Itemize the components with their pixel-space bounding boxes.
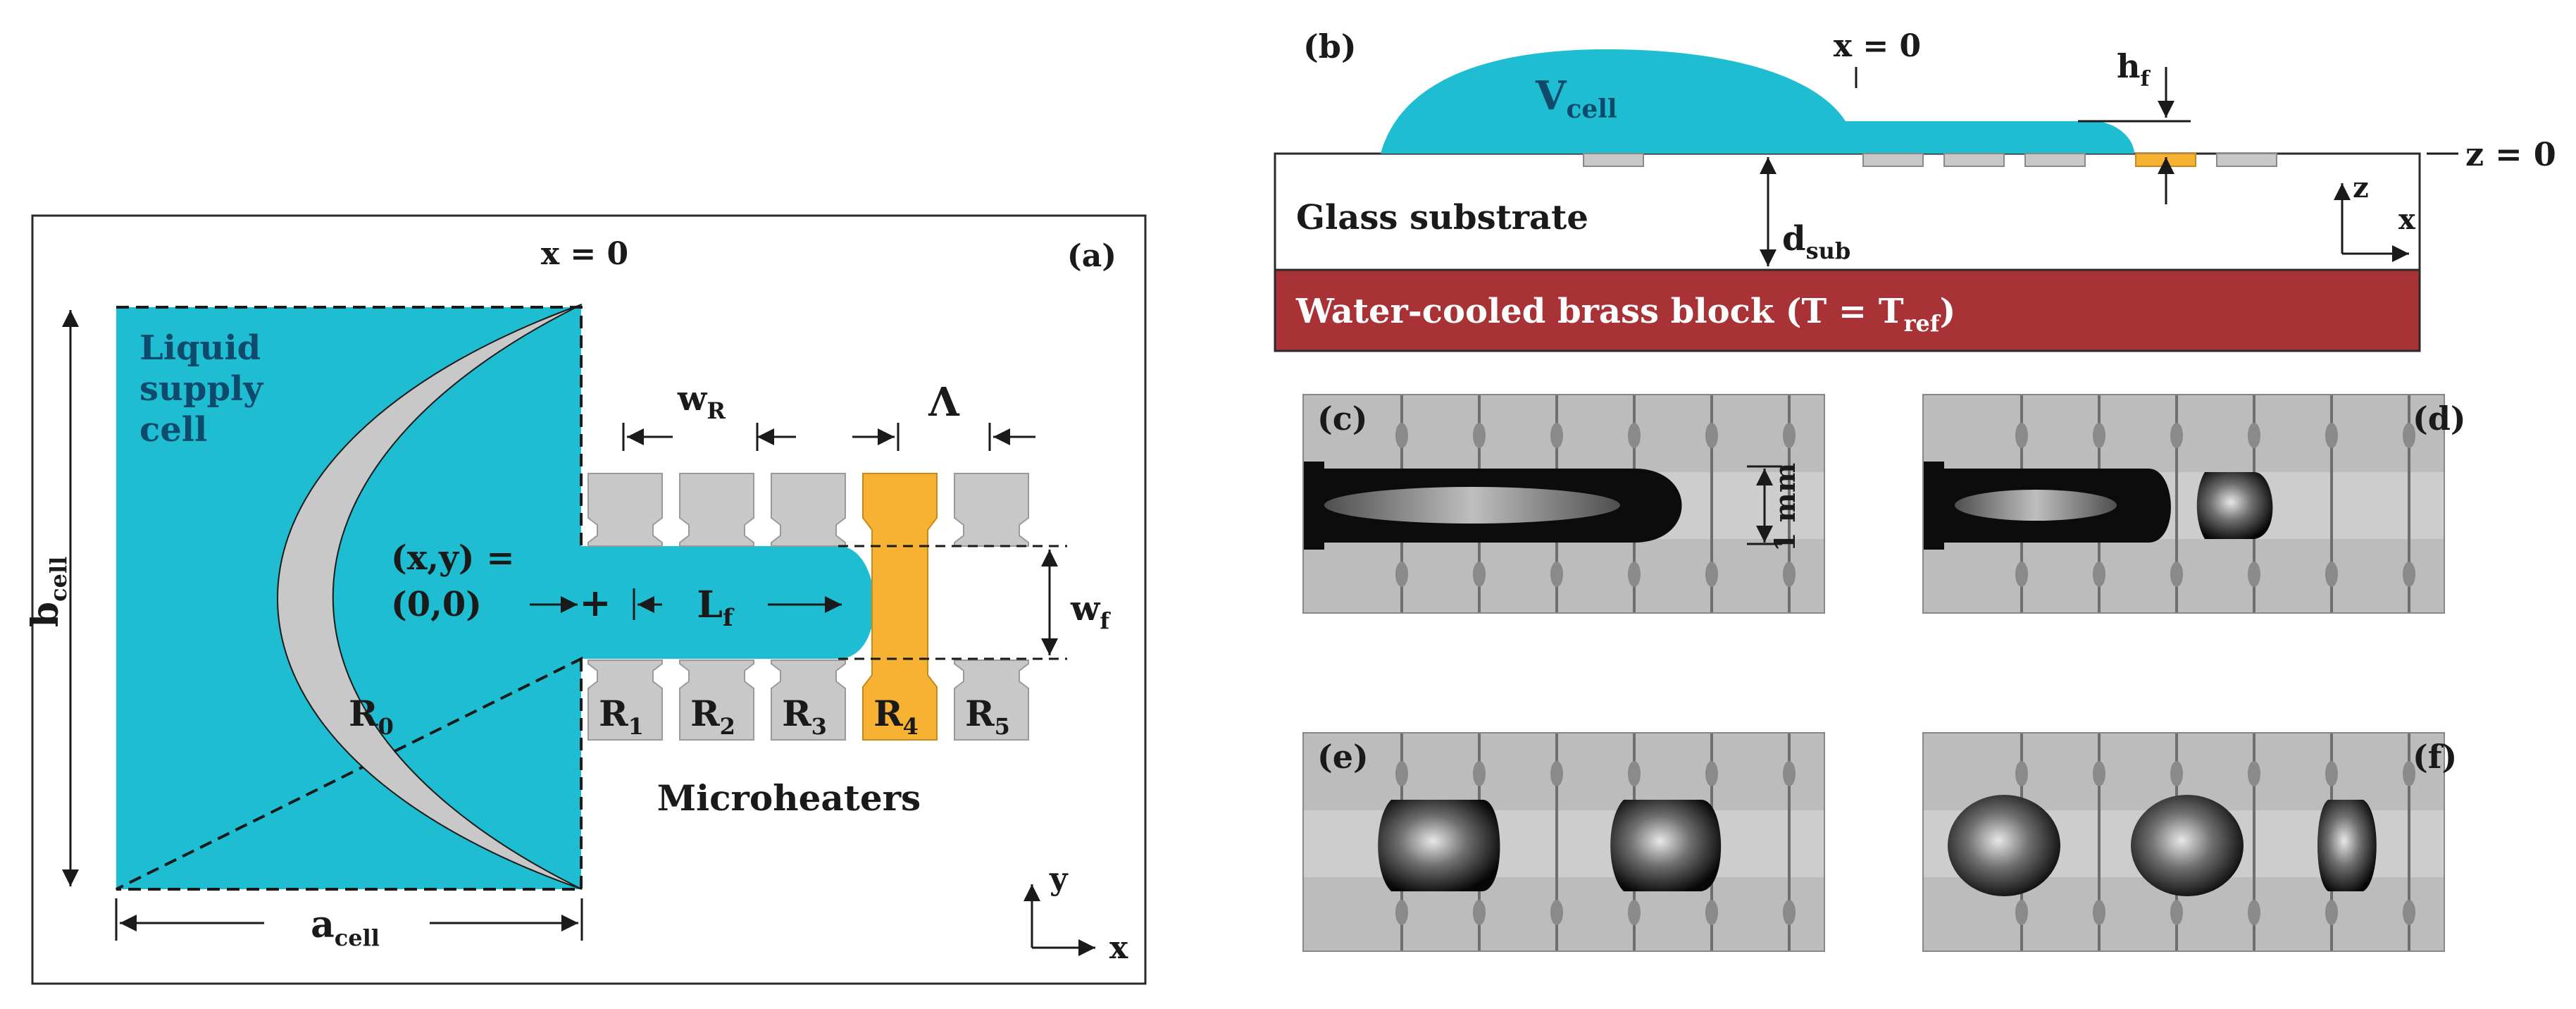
wr-label: wR [677, 379, 726, 424]
lambda-label: Λ [928, 379, 960, 426]
panel-d-tag: (d) [2413, 400, 2466, 438]
brass-block [1274, 268, 2421, 352]
wf-label: wf [1070, 589, 1111, 634]
lf-label: Lf [697, 583, 735, 632]
heater-label-r1: R1 [599, 693, 644, 740]
heaters-cross-section [1583, 153, 2277, 167]
supply-label-1: Liquid [139, 328, 261, 368]
hf-label: hf [2117, 47, 2151, 92]
heater-label-r2: R2 [690, 693, 735, 740]
xy-label-2: (0,0) [391, 585, 482, 624]
axis-label-x: x [1109, 930, 1128, 966]
heater-label-r5: R5 [965, 693, 1010, 740]
heater-labels: R1 R2 R3 R4 R5 [599, 693, 1010, 740]
panel-f-tag: (f) [2413, 738, 2457, 776]
panel-f-photo [1922, 731, 2446, 953]
liquid-supply-cell [116, 307, 875, 889]
brass-label: Water-cooled brass block (T = Tref) [1295, 292, 1955, 337]
bcell-label: bcell [24, 557, 72, 628]
z0-label: z = 0 [2465, 135, 2556, 173]
heaters-bottom-row [587, 660, 1029, 741]
panel-e-tag: (e) [1317, 738, 1369, 776]
panel-d-photo [1922, 393, 2446, 614]
heater-label-r3: R3 [782, 693, 827, 740]
meniscus-crescent [277, 304, 583, 890]
scale-label: 1 mm [1769, 463, 1802, 552]
panel-b: (b) Vcell x = 0 hf z = 0 Glass substrate… [1274, 27, 2556, 352]
panel-c-photo [1302, 393, 1826, 614]
axis-label-z: z [2353, 171, 2369, 204]
axis-label-x-b: x [2398, 203, 2416, 236]
xy-label-1: (x,y) = [391, 538, 515, 578]
dsub-label: dsub [1782, 219, 1850, 264]
supply-label-2: supply [139, 369, 264, 409]
x0-label-a: x = 0 [541, 236, 628, 272]
glass-label: Glass substrate [1296, 198, 1588, 237]
panel-e-photo [1302, 731, 1826, 953]
heater-label-r4: R4 [873, 693, 919, 740]
r0-label: R0 [349, 693, 394, 740]
supply-label-3: cell [139, 410, 207, 450]
heater-r4-active [862, 473, 938, 741]
glass-substrate [1274, 152, 2421, 271]
microheaters-label: Microheaters [657, 777, 921, 819]
liquid-droplet [1381, 49, 2134, 154]
x0-label-b: x = 0 [1834, 28, 1921, 64]
panel-a-tag: (a) [1067, 238, 1116, 274]
heaters-top-row [587, 473, 1029, 547]
origin-plus: + [579, 580, 611, 625]
panel-a: (a) x = 0 Liquid supply cell wR Λ (x,y) … [24, 214, 1147, 985]
panel-b-tag: (b) [1303, 27, 1357, 66]
panel-c-tag: (c) [1317, 400, 1368, 438]
axis-label-y: y [1049, 861, 1069, 897]
acell-label: acell [311, 903, 380, 951]
vcell-label: Vcell [1535, 73, 1617, 124]
